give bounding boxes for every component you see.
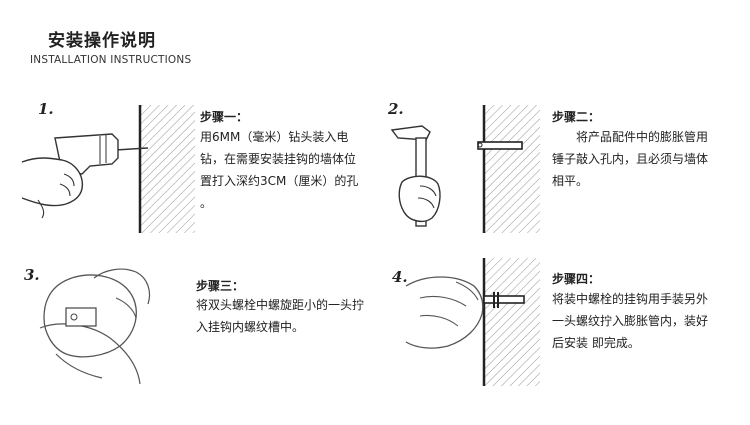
step-1-description: 用6MM（毫米）钻头装入电 钻，在需要安装挂钩的墙体位 置打入深约3CM（厘米）… bbox=[200, 126, 358, 214]
step-3-bolt-hook-illustration bbox=[39, 268, 151, 385]
step-2-line: 锤子敲入孔内，且必须与墙体 bbox=[552, 152, 709, 166]
page-subtitle: INSTALLATION INSTRUCTIONS bbox=[30, 54, 192, 66]
step-1-line: 置打入深约3CM（厘米）的孔 bbox=[200, 174, 359, 188]
step-4-description: 将装中螺栓的挂钩用手装另外 一头螺纹拧入膨胀管内，装好 后安装 即完成。 bbox=[552, 288, 708, 354]
step-3-number: 3. bbox=[24, 266, 40, 284]
step-3-line: 入挂钩内螺纹槽中。 bbox=[196, 320, 305, 334]
step-2-line: 相平。 bbox=[552, 174, 589, 188]
step-4-line: 将装中螺栓的挂钩用手装另外 bbox=[552, 292, 709, 306]
step-2-title: 步骤二： bbox=[552, 110, 601, 124]
step-4-line: 一头螺纹拧入膨胀管内，装好 bbox=[552, 314, 709, 328]
step-3-title: 步骤三： bbox=[196, 279, 245, 293]
step-4-number: 4. bbox=[392, 268, 408, 286]
step-4-line: 后安装 即完成。 bbox=[552, 336, 640, 350]
step-4-title: 步骤四： bbox=[552, 272, 601, 286]
page-title: 安装操作说明 bbox=[48, 31, 156, 51]
step-2-number: 2. bbox=[388, 100, 404, 118]
step-2-description: 将产品配件中的膨胀管用 锤子敲入孔内，且必须与墙体 相平。 bbox=[552, 126, 708, 192]
step-3-line: 将双头螺栓中螺旋距小的一头拧 bbox=[196, 298, 365, 312]
step-1-line: 用6MM（毫米）钻头装入电 bbox=[200, 130, 349, 144]
step-4-install-illustration bbox=[405, 258, 540, 386]
step-1-drill-illustration bbox=[21, 105, 195, 233]
step-2-line: 将产品配件中的膨胀管用 bbox=[552, 130, 709, 144]
step-1-number: 1. bbox=[38, 100, 54, 118]
step-1-line: 钻，在需要安装挂钩的墙体位 bbox=[200, 152, 357, 166]
step-2-hammer-illustration bbox=[390, 105, 540, 233]
step-3-description: 将双头螺栓中螺旋距小的一头拧 入挂钩内螺纹槽中。 bbox=[196, 294, 364, 338]
step-1-title: 步骤一： bbox=[200, 110, 249, 124]
step-1-line: 。 bbox=[200, 196, 213, 210]
